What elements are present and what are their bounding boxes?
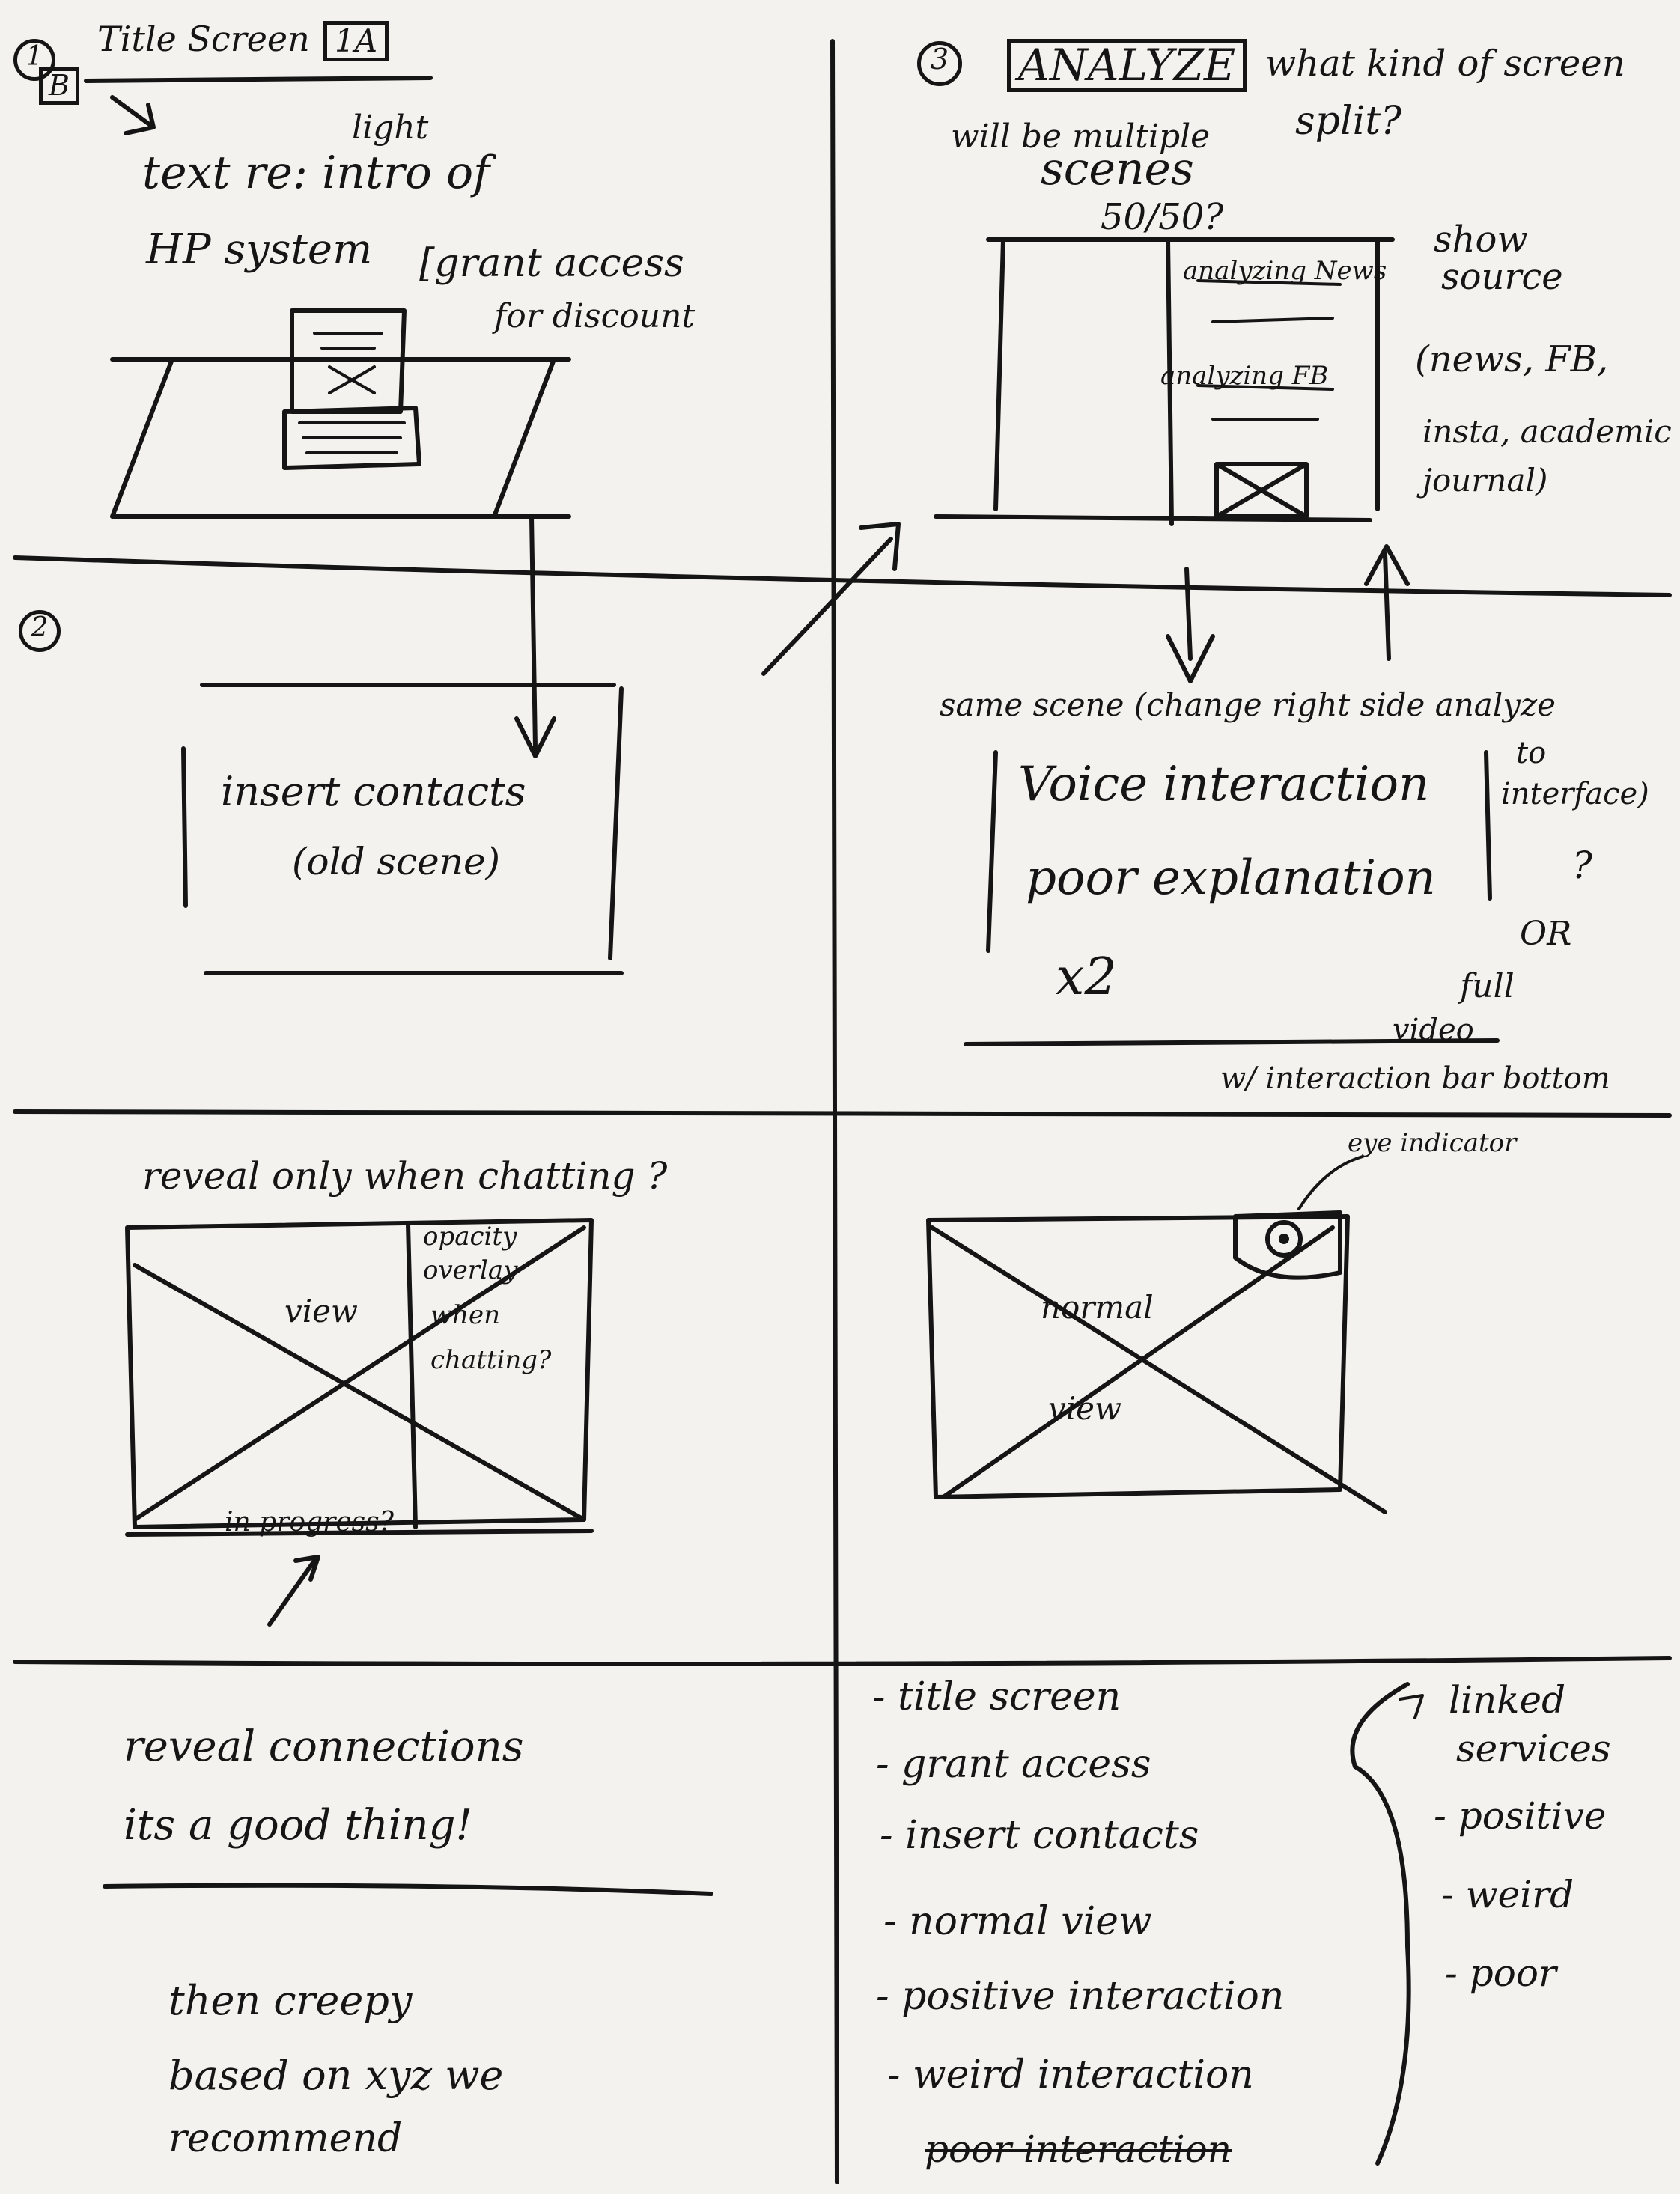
contacts-frame xyxy=(181,683,624,975)
good-creepy-divider xyxy=(103,1883,713,1896)
recommend-line: recommend xyxy=(168,2116,403,2161)
divider-row2 xyxy=(13,1109,1672,1118)
linked-services-label: linked xyxy=(1449,1678,1566,1722)
x2-label: x2 xyxy=(1056,948,1117,1007)
for-discount-note: for discount xyxy=(494,297,696,335)
sources-list-3: journal) xyxy=(1422,462,1548,499)
opacity-note-4: chatting? xyxy=(430,1345,552,1375)
voice-interaction-label: Voice interaction xyxy=(1018,757,1430,812)
screen-split-question: what kind of screen xyxy=(1265,43,1625,85)
arrow-2-to-3 xyxy=(761,522,901,676)
grant-access-note: [grant access xyxy=(419,241,684,286)
insert-contacts-label: insert contacts xyxy=(221,768,526,815)
based-on-line: based on xyz we xyxy=(168,2052,504,2099)
arrow-4-up xyxy=(1364,544,1410,661)
linked-services-label-2: services xyxy=(1456,1727,1611,1770)
show-source-note-2: source xyxy=(1441,256,1563,298)
analyze-image-placeholder xyxy=(1214,462,1309,519)
eye-indicator-note: eye indicator xyxy=(1348,1128,1517,1158)
struck-list-item: poor interaction xyxy=(925,2127,1232,2171)
linked-arrow xyxy=(1399,1694,1424,1719)
sources-list-1: (news, FB, xyxy=(1415,338,1609,380)
list-item: - normal view xyxy=(883,1899,1152,1944)
linked-item: - weird xyxy=(1441,1873,1574,1916)
view-label: view xyxy=(284,1293,358,1329)
screen-split-question-2: split? xyxy=(1295,99,1402,144)
view-wireframe xyxy=(125,1218,594,1537)
light-note: light xyxy=(352,109,429,147)
list-item: - grant access xyxy=(876,1742,1151,1787)
panel-id-box: B xyxy=(39,67,79,105)
sources-list-2: insta, academic xyxy=(1422,413,1672,450)
show-source-note: show xyxy=(1434,219,1528,260)
old-scene-label: (old scene) xyxy=(292,840,501,883)
analyze-lines xyxy=(1196,279,1342,421)
arrow-3-down xyxy=(1166,567,1215,683)
version-box: 1A xyxy=(323,21,389,62)
normal-label: normal xyxy=(1041,1289,1154,1326)
list-item: - title screen xyxy=(872,1675,1121,1719)
poor-explanation-label: poor explanation xyxy=(1026,850,1436,906)
opacity-note-3: when xyxy=(430,1300,501,1330)
title-screen-label: Title Screen xyxy=(97,19,310,59)
analyzing-fb-label: analyzing FB xyxy=(1160,361,1329,391)
normal-view-wireframe xyxy=(926,1155,1387,1514)
laptop-sketch xyxy=(110,308,571,519)
video-note: video xyxy=(1393,1013,1474,1047)
analyze-title-box: ANALYZE xyxy=(1007,39,1247,92)
analyzing-news-label: analyzing News xyxy=(1183,256,1387,286)
analyze-frame xyxy=(934,237,1395,526)
in-progress-label: in progress? xyxy=(225,1507,394,1538)
full-note: full xyxy=(1460,967,1515,1005)
multiple-scenes-note: will be multiple xyxy=(951,118,1211,156)
divider-row1 xyxy=(13,555,1672,597)
list-item: - insert contacts xyxy=(880,1813,1199,1858)
to-interface-note: to xyxy=(1516,736,1547,770)
or-note: OR xyxy=(1520,915,1572,953)
same-scene-note: same scene (change right side analyze xyxy=(940,686,1556,723)
arrow-1-to-2 xyxy=(514,514,556,758)
creepy-line: then creepy xyxy=(168,1977,413,2024)
reveal-chatting-note: reveal only when chatting ? xyxy=(142,1154,668,1198)
interface-note: interface) xyxy=(1501,777,1649,811)
intro-text-line2: HP system xyxy=(146,225,373,274)
scenes-note: scenes xyxy=(1041,143,1194,195)
title-underline xyxy=(84,76,433,83)
question-mark: ? xyxy=(1572,844,1592,887)
intro-text-line1: text re: intro of xyxy=(142,147,490,199)
good-thing-line: its a good thing! xyxy=(124,1801,472,1850)
divider-row3 xyxy=(13,1656,1672,1667)
interaction-bar-note: w/ interaction bar bottom xyxy=(1220,1061,1610,1096)
panel-number-3: 3 xyxy=(917,41,962,86)
voice-frame xyxy=(964,750,1500,1046)
fifty-fifty-note: 50/50? xyxy=(1101,196,1224,238)
linked-item: - poor xyxy=(1445,1951,1556,1995)
normal-view-label: view xyxy=(1048,1390,1121,1427)
linked-item: - positive xyxy=(1434,1794,1607,1838)
opacity-note-1: opacity xyxy=(423,1222,517,1252)
progress-arrow xyxy=(267,1555,320,1627)
panel-number-1: 1 xyxy=(13,39,55,81)
panel-number-2: 2 xyxy=(19,610,61,652)
reveal-connections-line: reveal connections xyxy=(124,1722,524,1771)
opacity-note-2: overlay xyxy=(423,1255,518,1285)
list-item: - weird interaction xyxy=(887,2053,1254,2097)
linked-bracket xyxy=(1350,1682,1411,2166)
list-item: - positive interaction xyxy=(876,1974,1285,2019)
title-arrow xyxy=(110,95,156,135)
